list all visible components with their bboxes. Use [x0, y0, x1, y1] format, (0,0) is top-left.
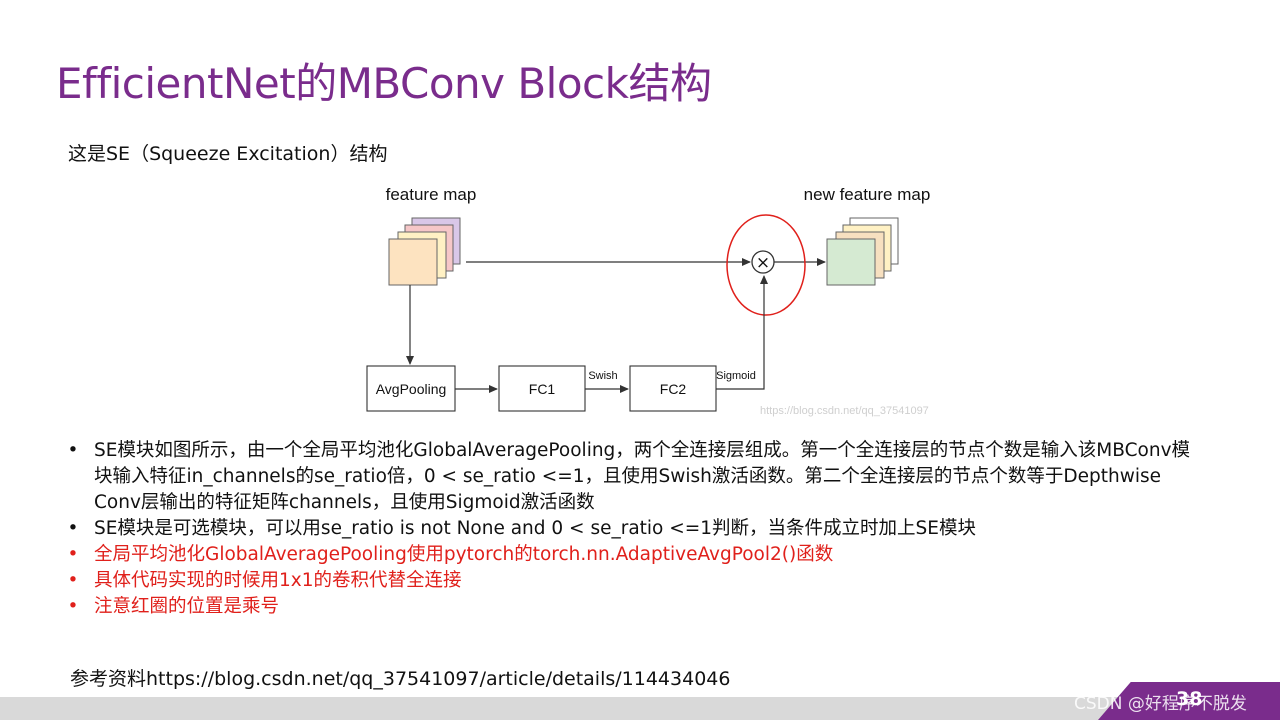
multiply-symbol: ×	[756, 253, 770, 273]
bullet-item: • 注意红圈的位置是乘号	[66, 594, 1196, 620]
bullet-marker: •	[66, 542, 80, 568]
image-watermark: https://blog.csdn.net/qq_37541097	[760, 405, 929, 417]
output-feature-layer	[827, 239, 875, 285]
sigmoid-label: Sigmoid	[716, 370, 756, 382]
input-feature-layer	[389, 239, 437, 285]
bullet-text: 全局平均池化GlobalAveragePooling使用pytorch的torc…	[94, 544, 833, 565]
se-block-diagram: feature map new feature map × AvgPooling…	[0, 0, 1280, 430]
bullet-list: • SE模块如图所示，由一个全局平均池化GlobalAveragePooling，…	[66, 438, 1196, 620]
bullet-item: • SE模块如图所示，由一个全局平均池化GlobalAveragePooling，…	[66, 438, 1196, 516]
bullet-marker: •	[66, 594, 80, 620]
bullet-text: SE模块是可选模块，可以用se_ratio is not None and 0 …	[94, 518, 976, 539]
output-feature-map-label: new feature map	[804, 185, 931, 204]
bullet-item: • SE模块是可选模块，可以用se_ratio is not None and 0…	[66, 516, 1196, 542]
reference-link: 参考资料https://blog.csdn.net/qq_37541097/ar…	[70, 664, 730, 691]
avgpool-label: AvgPooling	[376, 381, 447, 397]
input-feature-map	[389, 218, 460, 285]
bullet-item: • 具体代码实现的时候用1x1的卷积代替全连接	[66, 568, 1196, 594]
output-feature-map	[827, 218, 898, 285]
bullet-marker: •	[66, 568, 80, 594]
bullet-item: • 全局平均池化GlobalAveragePooling使用pytorch的tor…	[66, 542, 1196, 568]
input-feature-map-label: feature map	[386, 185, 477, 204]
fc1-label: FC1	[529, 381, 556, 397]
slide-number: 38	[1176, 688, 1202, 710]
bullet-text: 具体代码实现的时候用1x1的卷积代替全连接	[94, 570, 462, 591]
bullet-text: 注意红圈的位置是乘号	[94, 596, 279, 617]
bullet-marker: •	[66, 516, 80, 542]
fc2-label: FC2	[660, 381, 687, 397]
bullet-text: SE模块如图所示，由一个全局平均池化GlobalAveragePooling，两…	[94, 440, 1190, 513]
bullet-marker: •	[66, 438, 80, 464]
csdn-watermark: CSDN @好程序不脱发	[1074, 689, 1247, 714]
swish-label: Swish	[588, 370, 617, 382]
